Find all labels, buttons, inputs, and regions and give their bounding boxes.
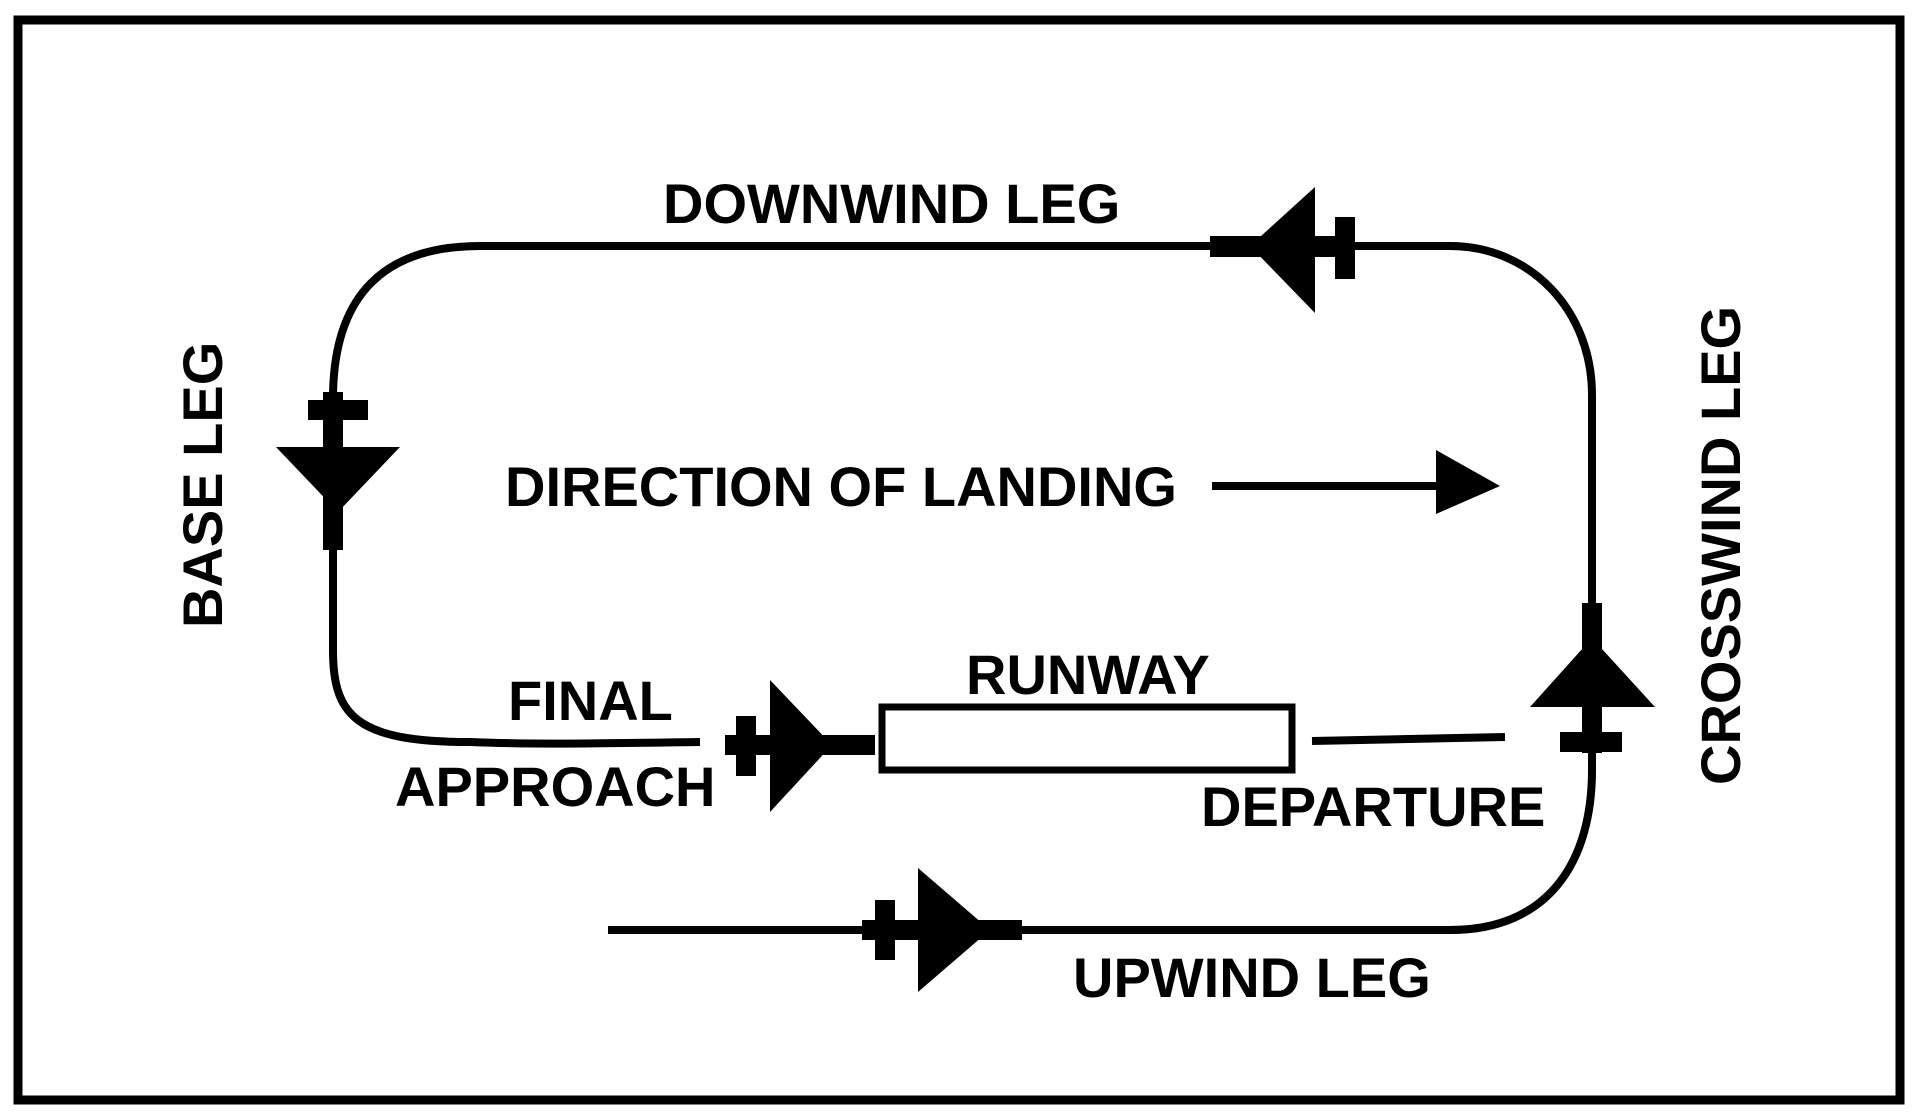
aircraft-icon (862, 868, 1022, 992)
aircraft-icon (1210, 187, 1355, 313)
pattern-path-upwind-crosswind (608, 740, 1596, 934)
aircraft-icon (1530, 603, 1655, 753)
downwind-leg-label: DOWNWIND LEG (663, 172, 1120, 235)
aircraft-icon (276, 392, 400, 550)
aircraft-icon (725, 680, 875, 812)
base-leg-label: BASE LEG (171, 342, 234, 628)
departure-label: DEPARTURE (1201, 775, 1545, 838)
direction-arrow-icon (1212, 450, 1500, 514)
runway-label: RUNWAY (966, 643, 1210, 706)
pattern-path-downwind-base-final (329, 242, 1210, 748)
approach-label: APPROACH (395, 755, 715, 818)
final-label: FINAL (508, 669, 673, 732)
pattern-path-crosswind-upper (1340, 242, 1596, 608)
crosswind-leg-label: CROSSWIND LEG (1689, 306, 1752, 785)
departure-line (1311, 733, 1506, 745)
diagram-frame (13, 15, 1905, 1105)
runway (878, 703, 1296, 774)
direction-of-landing-label: DIRECTION OF LANDING (505, 455, 1177, 518)
upwind-leg-label: UPWIND LEG (1073, 946, 1431, 1009)
